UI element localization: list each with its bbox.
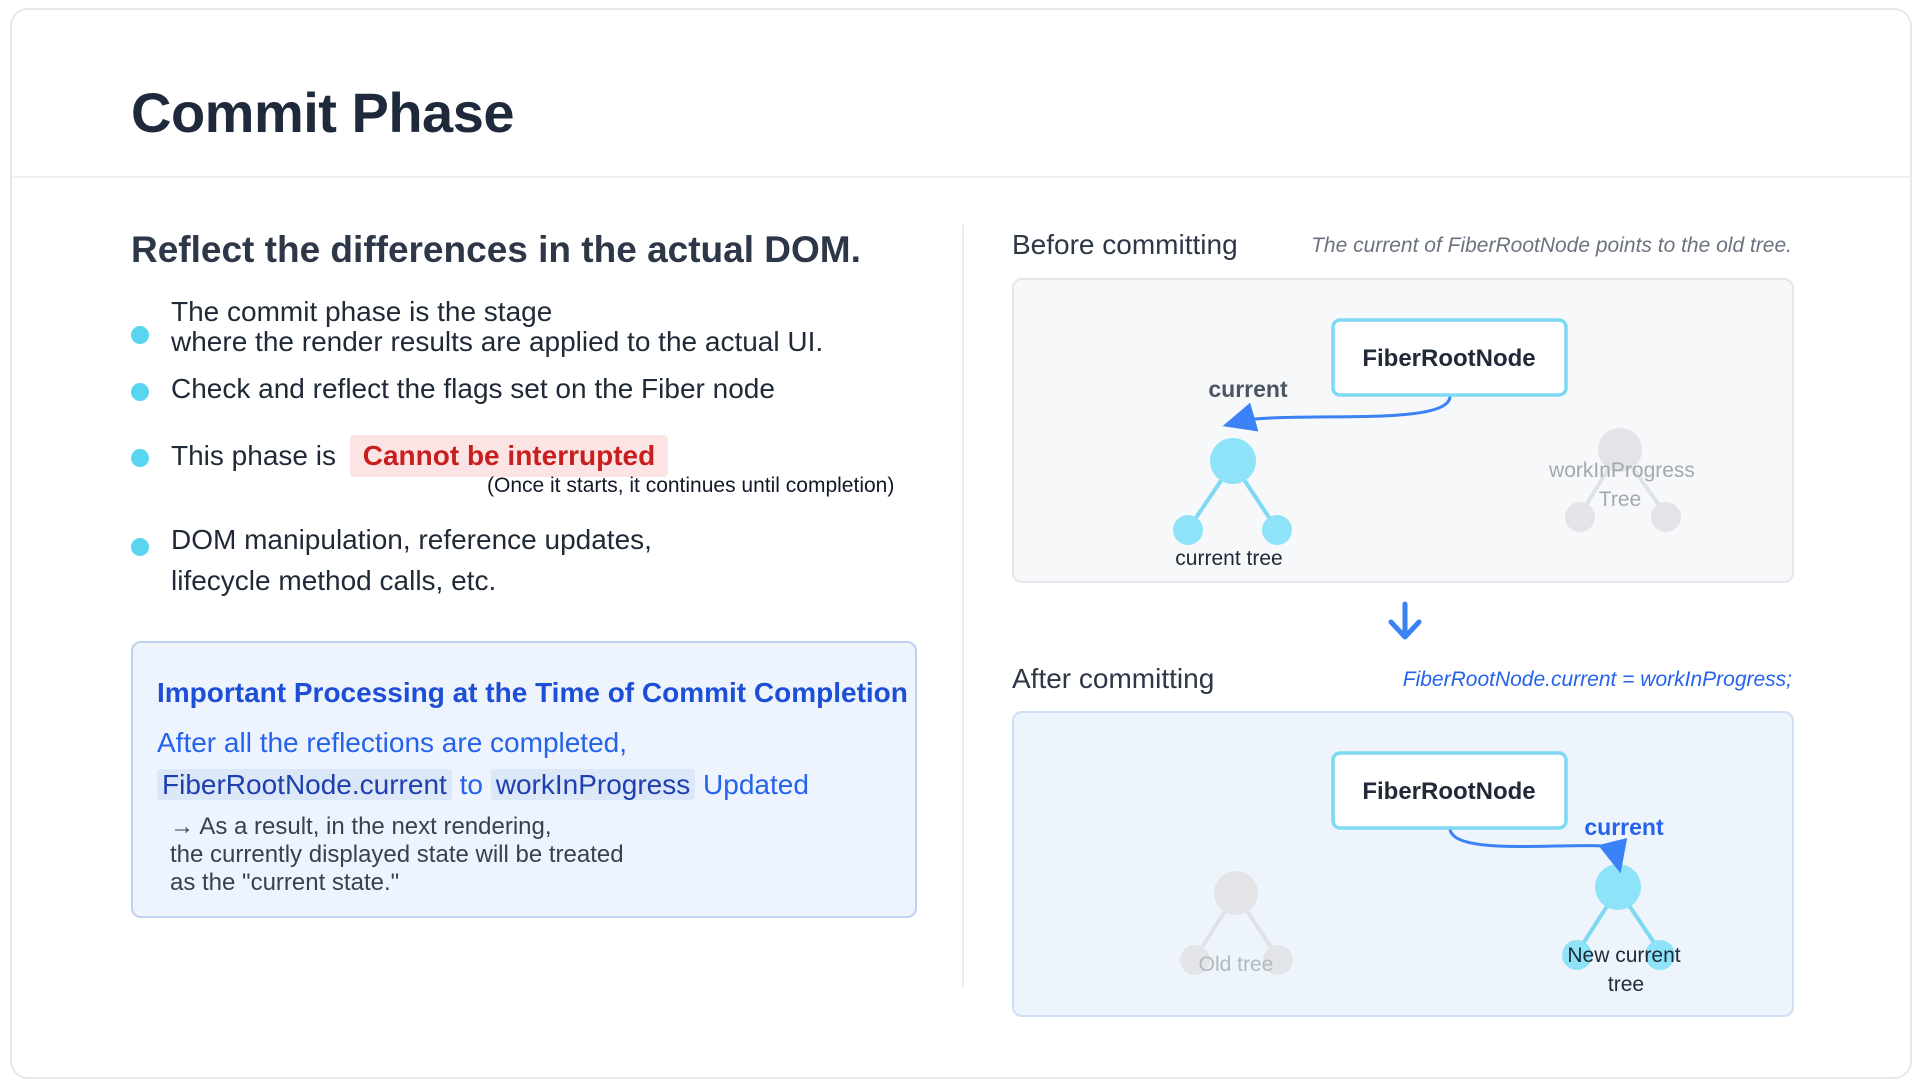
- current-pointer-arrow: [1448, 827, 1628, 874]
- uninterruptible-badge: Cannot be interrupted: [349, 435, 669, 477]
- arrow-down-icon: [1388, 601, 1422, 640]
- slide-header: Commit Phase: [12, 10, 1910, 178]
- bullet-dot-icon: [131, 538, 149, 556]
- before-diagram: workInProgress Tree current tree current…: [1173, 318, 1695, 570]
- column-divider: [962, 225, 964, 987]
- code-fiberroot-current: FiberRootNode.current: [157, 769, 452, 800]
- current-pointer-label: current: [1584, 814, 1664, 840]
- slide: Commit Phase Reflect the differences in …: [10, 8, 1912, 1079]
- old-root-node: [1214, 871, 1258, 915]
- current-pointer-arrow: [1222, 395, 1452, 432]
- bullet-dot-icon: [131, 383, 149, 401]
- commit-completion-callout: Important Processing at the Time of Comm…: [131, 641, 917, 918]
- current-child-node: [1173, 515, 1203, 545]
- code-workinprogress: workInProgress: [490, 769, 696, 800]
- bullet-text: This phase is: [171, 440, 336, 471]
- wip-label: workInProgress: [1548, 459, 1695, 482]
- fiberrootnode-box: [1331, 318, 1568, 397]
- callout-result: → As a result, in the next rendering, th…: [170, 813, 624, 896]
- fiberrootnode-label: FiberRootNode: [1362, 778, 1535, 805]
- current-root-node: [1210, 438, 1256, 484]
- bullet-dot-icon: [131, 326, 149, 344]
- old-child-node: [1180, 945, 1210, 975]
- bullet-text: DOM manipulation, reference updates,: [171, 524, 652, 555]
- new-child-node: [1645, 940, 1675, 970]
- current-tree: [1173, 438, 1292, 545]
- current-child-node: [1262, 515, 1292, 545]
- old-tree-label: Old tree: [1199, 953, 1274, 976]
- before-diagram-panel: workInProgress Tree current tree current…: [1012, 278, 1794, 583]
- wip-root-node: [1598, 428, 1642, 472]
- new-root-node: [1595, 864, 1641, 910]
- new-child-node: [1562, 940, 1592, 970]
- after-caption: FiberRootNode.current = workInProgress;: [1402, 668, 1792, 691]
- before-caption: The current of FiberRootNode points to t…: [1311, 234, 1792, 257]
- bullet-text: Check and reflect the flags set on the F…: [171, 373, 775, 404]
- callout-title: Important Processing at the Time of Comm…: [157, 677, 908, 708]
- current-pointer-label: current: [1208, 376, 1288, 402]
- bullet-note: (Once it starts, it continues until comp…: [487, 474, 895, 497]
- bullet-dot-icon: [131, 449, 149, 467]
- new-tree-label: tree: [1608, 973, 1644, 996]
- fiberrootnode-label: FiberRootNode: [1362, 345, 1535, 372]
- after-diagram-panel: Old tree New current tree current FiberR…: [1012, 711, 1794, 1017]
- old-tree-faded: [1180, 871, 1293, 975]
- bullet-text: where the render results are applied to …: [171, 326, 824, 357]
- callout-line: FiberRootNode.current to workInProgress …: [157, 769, 809, 801]
- callout-word: to: [459, 769, 483, 800]
- callout-word: Updated: [703, 769, 809, 800]
- bullet-text: lifecycle method calls, etc.: [171, 565, 497, 596]
- callout-line: After all the reflections are completed,: [157, 727, 628, 758]
- before-committing-label: Before committing: [1012, 229, 1238, 260]
- new-current-tree: [1562, 864, 1675, 970]
- wip-child-node: [1565, 502, 1595, 532]
- after-committing-label: After committing: [1012, 663, 1215, 694]
- after-diagram: Old tree New current tree current FiberR…: [1180, 751, 1681, 996]
- wip-child-node: [1651, 502, 1681, 532]
- wip-label: Tree: [1599, 488, 1641, 511]
- section-subtitle: Reflect the differences in the actual DO…: [131, 229, 861, 270]
- bullet-text: The commit phase is the stage: [171, 296, 553, 327]
- wip-tree-faded: [1565, 428, 1681, 532]
- new-tree-label: New current: [1567, 944, 1680, 967]
- fiberrootnode-box: [1331, 751, 1568, 830]
- old-child-node: [1263, 945, 1293, 975]
- current-tree-label: current tree: [1175, 547, 1282, 570]
- slide-title: Commit Phase: [131, 81, 515, 144]
